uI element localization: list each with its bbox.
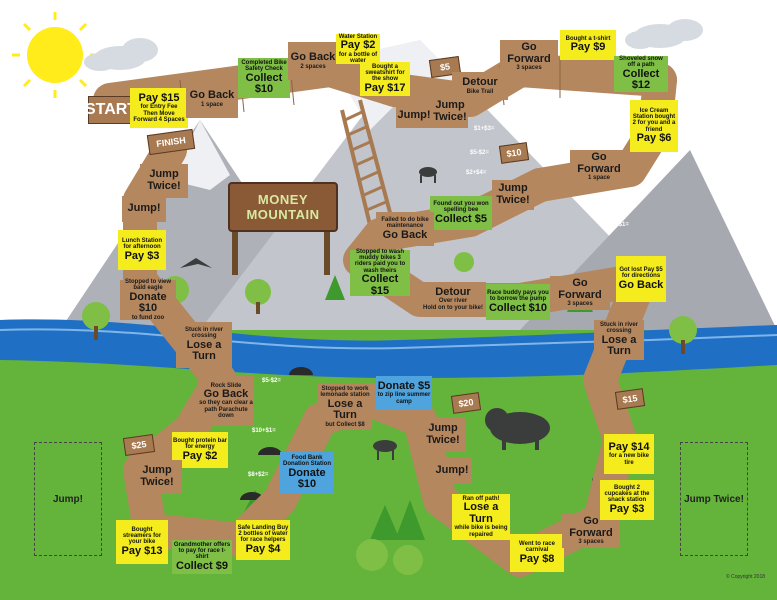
space-stuck-right: Stuck in river crossing Lose a Turn	[594, 320, 644, 360]
space-go-forward-3-top: Go Forward 3 spaces	[500, 40, 558, 74]
space-got-lost: Got lost Pay $5 for directions Go Back	[616, 256, 666, 302]
river-highlight	[0, 328, 777, 350]
ladder-rungs	[344, 110, 387, 212]
space-protein-bar: Bought protein bar for energy Pay $2	[172, 432, 228, 468]
space-go-back-1: Go Back 1 space	[186, 80, 238, 118]
space-spelling-bee: Found out you won spelling bee Collect $…	[430, 196, 492, 230]
sun-icon	[27, 27, 83, 83]
space-bike-tire: Pay $14 for a new bike tire	[604, 434, 654, 474]
math-note-7: $10+$1=	[252, 428, 276, 434]
title-line-2: MOUNTAIN	[246, 207, 320, 222]
start-sign: START	[85, 96, 137, 124]
space-streamers: Bought streamers for your bike Pay $13	[116, 520, 168, 564]
sign-post-left	[232, 225, 238, 275]
space-go-back-2: Go Back 2 spaces	[288, 42, 338, 80]
space-safe-landing: Safe Landing Buy 2 bottles of water for …	[236, 520, 290, 560]
sign-10-top: $10	[498, 142, 530, 164]
space-shoveled: Shoveled snow off a path Collect $12	[614, 56, 668, 92]
space-lunch: Lunch Station for afternoon Pay $3	[118, 230, 166, 270]
space-jump-twice-low: Jump Twice!	[132, 460, 182, 494]
money-mountain-sign: MONEY MOUNTAIN	[228, 182, 338, 232]
space-ice-cream: Ice Cream Station bought 2 for you and a…	[630, 100, 678, 152]
space-lemonade: Stopped to work lemonade station Lose a …	[318, 384, 372, 430]
math-note-5: $6-$1=	[610, 222, 629, 228]
space-tshirt: Bought a t-shirt Pay $9	[560, 30, 616, 60]
sign-15: $15	[614, 388, 646, 410]
bison-icon	[485, 408, 550, 450]
math-note-1: $1+$3=	[474, 126, 495, 132]
space-pump: Race buddy pays you to borrow the pump C…	[486, 284, 550, 320]
space-jump-twice-right: Jump Twice!	[420, 418, 466, 452]
math-note-6: $5-$2=	[262, 378, 281, 384]
space-jump-twice-top: Jump Twice!	[432, 96, 468, 128]
space-rock-slide: Rock Slide Go Back so they can clear a p…	[198, 376, 254, 426]
space-go-forward-3-mid: Go Forward 3 spaces	[550, 276, 610, 310]
goat-icon	[419, 167, 437, 183]
sign-20: $20	[450, 392, 482, 414]
cloud-right	[625, 19, 703, 49]
math-note-3: $2+$4=	[466, 170, 487, 176]
space-jump-top: Jump!	[396, 104, 432, 128]
eagle-icon	[180, 258, 212, 268]
space-cupcakes: Bought 2 cupcakes at the snack station P…	[600, 480, 654, 520]
space-detour-bike: Detour Bike Trail	[452, 72, 508, 100]
ladder	[340, 99, 394, 226]
space-detour-river: Detour Over river Hold on to your bike!	[420, 282, 486, 316]
title-line-1: MONEY	[257, 192, 309, 207]
jump-box-right: Jump Twice!	[680, 442, 748, 556]
space-pay-15: Pay $15 for Entry Fee Then Move Forward …	[130, 88, 188, 128]
space-stuck-left: Stuck in river crossing Lose a Turn	[176, 322, 232, 368]
space-race-carnival: Went to race carnival Pay $8	[510, 534, 564, 572]
space-finish-jump-twice: Jump Twice!	[140, 164, 188, 198]
space-grandmother: Grandmother offers to pay for race t-shi…	[172, 540, 232, 574]
math-note-8: $8+$2=	[248, 472, 269, 478]
space-go-forward-1: Go Forward 1 space	[570, 150, 628, 184]
space-bike-check: Completed Bike Safety Check Collect $10	[238, 58, 290, 98]
space-bald-eagle: Stopped to view bald eagle Donate $10 to…	[120, 279, 176, 321]
space-failed-maint: Failed to do bike maintenance Go Back	[376, 212, 434, 246]
space-water-station: Water Station Pay $2 for a bottle of wat…	[336, 34, 380, 64]
space-jump-left: Jump!	[122, 196, 166, 222]
space-jump-center: Jump!	[432, 458, 472, 484]
space-muddy: Stopped to wash muddy bikes 3 riders pai…	[350, 249, 410, 296]
space-jump-twice-mid: Jump Twice!	[492, 180, 534, 210]
math-note-2: $5-$2=	[470, 150, 489, 156]
space-ran-off: Ran off path! Lose a Turn while bike is …	[452, 494, 510, 540]
space-food-bank: Food Bank Donation Station Donate $10	[280, 452, 334, 494]
space-zip-line: Donate $5 to zip line summer camp	[376, 376, 432, 410]
space-sweatshirt: Bought a sweatshirt for the show Pay $17	[360, 62, 410, 96]
copyright-text: © Copyright 2018	[726, 574, 765, 580]
sign-post-right	[324, 225, 330, 275]
cloud-left	[84, 38, 158, 71]
math-note-4: $4+$5=	[596, 196, 617, 202]
jump-box-left: Jump!	[34, 442, 102, 556]
moose-icon	[373, 440, 397, 460]
